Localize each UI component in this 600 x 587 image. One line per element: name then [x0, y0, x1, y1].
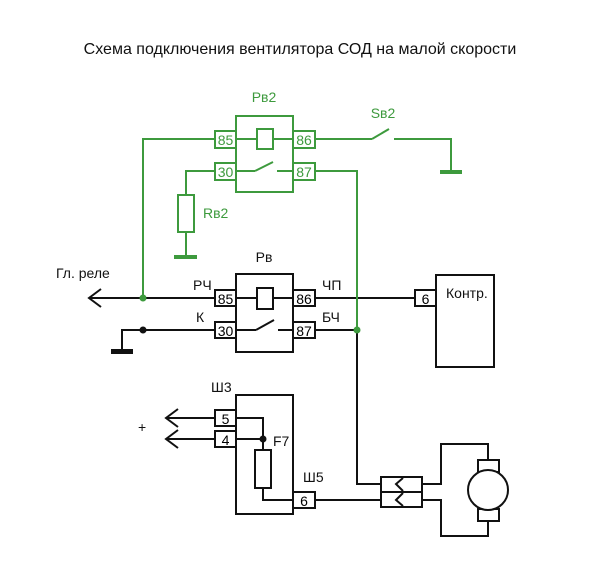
dc-motor-icon: [422, 443, 509, 537]
ground-icon: [111, 349, 133, 354]
aux-switch: [371, 128, 390, 140]
svg-text:30: 30: [218, 323, 234, 339]
supply-plus-label: +: [138, 419, 146, 435]
aux-resistor: [177, 194, 195, 233]
junction-dot: [139, 294, 147, 302]
main-relay-label: Рв: [256, 249, 273, 265]
junction-dot: [139, 326, 147, 334]
aux-resistor-label: Rв2: [203, 205, 229, 221]
wire-main-30: [121, 329, 215, 350]
main-relay-contact: [255, 319, 275, 331]
svg-text:85: 85: [218, 132, 234, 148]
fuse-icon: [254, 449, 272, 489]
diagram-title: Схема подключения вентилятора СОД на мал…: [84, 41, 517, 58]
controller-pin-6: [414, 289, 437, 307]
connector-contact-icon: [394, 492, 404, 507]
main-relay-coil: [256, 287, 274, 310]
main-relay-body: [235, 273, 294, 353]
svg-text:85: 85: [218, 291, 234, 307]
controller-label: Контр.: [446, 285, 488, 301]
connector-sh3-label: Ш3: [211, 379, 232, 395]
wire-aux-85: [142, 138, 215, 298]
motor-connector: [380, 476, 423, 508]
svg-text:87: 87: [296, 164, 312, 180]
arrow-left-icon: [87, 288, 102, 308]
svg-text:6: 6: [422, 291, 430, 307]
arrow-left-icon: [164, 408, 179, 428]
ground-icon: [440, 170, 462, 174]
wire-aux-switch-ground: [394, 138, 452, 172]
aux-relay-contact: [254, 161, 274, 172]
aux-relay-coil: [256, 128, 274, 150]
svg-text:6: 6: [300, 493, 308, 509]
svg-text:4: 4: [222, 432, 230, 448]
svg-text:86: 86: [296, 132, 312, 148]
arrow-left-icon: [164, 429, 179, 449]
connector-contact-icon: [394, 477, 404, 492]
controller: Контр. 6: [414, 274, 495, 368]
connector-sh5-label: Ш5: [303, 469, 324, 485]
aux-relay: Рв2 85 86 30 87: [214, 89, 316, 193]
fuse-block-body: [235, 394, 294, 515]
main-relay-link-label: Гл. реле: [56, 265, 110, 281]
aux-relay-body: [235, 115, 294, 193]
aux-relay-label: Рв2: [252, 89, 277, 105]
motor-armature: [467, 469, 509, 511]
fuse-label: F7: [273, 433, 290, 449]
wire-label-chp: ЧП: [322, 277, 341, 293]
controller-body: [435, 274, 495, 368]
svg-text:30: 30: [218, 164, 234, 180]
fuse-block: Ш3 Ш5 5 4 6 F7: [211, 379, 324, 515]
wire-label-bch: БЧ: [322, 309, 340, 325]
svg-text:5: 5: [222, 411, 230, 427]
aux-switch-label: Sв2: [371, 105, 396, 121]
wire-to-motor-upper: [356, 330, 381, 485]
junction-dot: [353, 326, 361, 334]
junction-dot: [259, 435, 267, 443]
wire-aux-87: [315, 170, 358, 330]
svg-text:87: 87: [296, 323, 312, 339]
wire-aux-30: [185, 170, 215, 195]
main-relay: Рв 85 86 30 87 РЧ ЧП К БЧ: [193, 249, 341, 353]
wire-label-rch: РЧ: [193, 277, 212, 293]
wire-label-k: К: [196, 309, 205, 325]
ground-icon: [174, 255, 197, 259]
svg-text:86: 86: [296, 291, 312, 307]
